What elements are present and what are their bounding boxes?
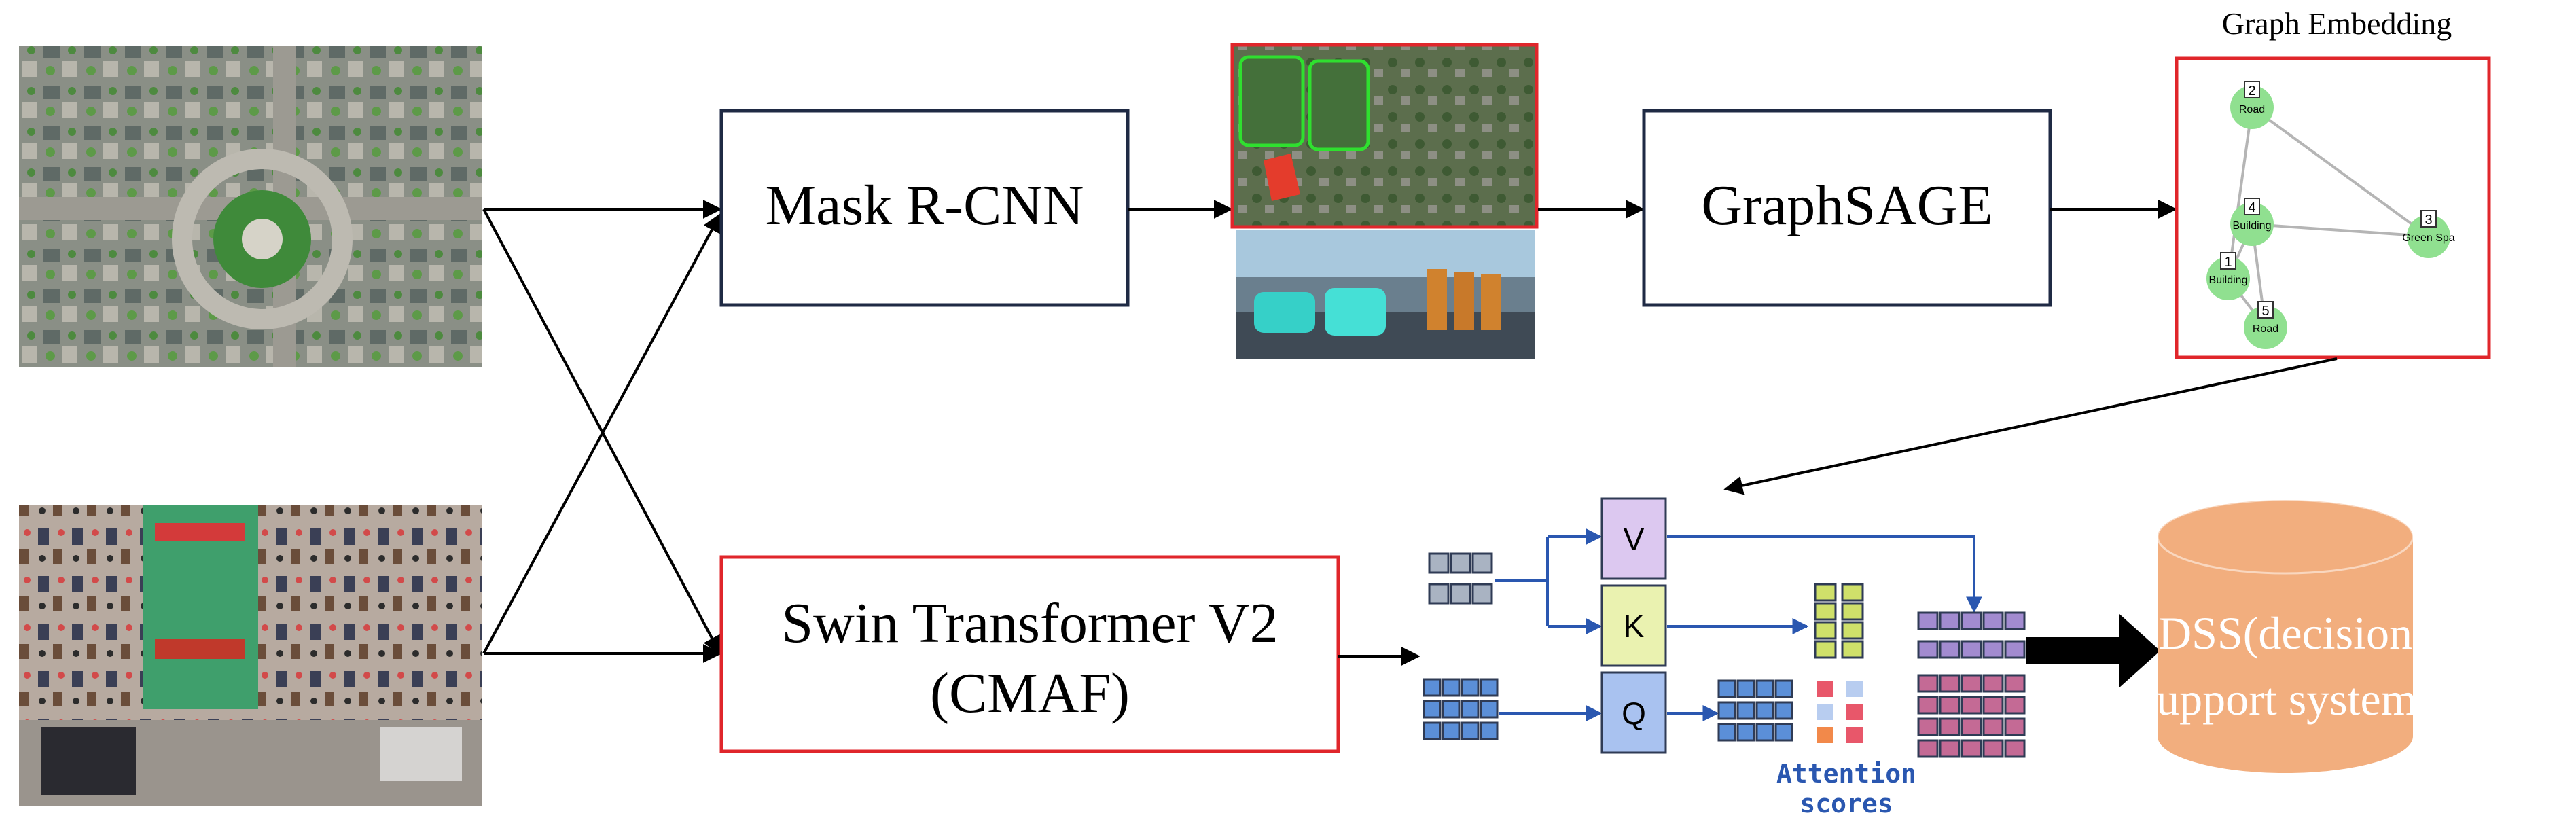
query-token-stack [1717,679,1793,742]
attention-scores-label-line2: scores [1800,789,1893,819]
graph-embedding-panel: 2 Road 4 Building 3 Green Spa 1 Building… [2175,56,2491,359]
svg-text:4: 4 [2248,200,2255,215]
input-arrows [482,200,722,663]
svg-text:Green Spa: Green Spa [2402,232,2454,244]
graph-embedding-title: Graph Embedding [2222,6,2452,41]
segmentation-street-image [1236,230,1535,359]
attention-score-matrix [1817,681,1863,743]
attention-scores-label-line1: Attention [1776,759,1916,789]
value-output-stack [1917,611,2026,659]
svg-text:Building: Building [2233,220,2272,232]
k-box: K [1600,584,1667,667]
swin-label-line1: Swin Transformer V2 [781,592,1278,655]
weighted-output-stack [1917,674,2026,758]
dss-cylinder: DSS(decision support system) [2139,499,2433,773]
q-label: Q [1622,696,1646,731]
arrow-embedding-to-attention [1723,357,2338,495]
swin-transformer-block: Swin Transformer V2 (CMAF) [719,555,1340,753]
swin-label-line2: (CMAF) [930,662,1130,725]
dss-label-line1: DSS(decision [2158,607,2412,659]
graphsage-block: GraphSAGE [1642,109,2052,307]
k-label: K [1624,609,1645,644]
graph-node: 3 Green Spa [2402,210,2455,258]
blue-token-stack [1423,678,1499,740]
dss-label-line2: support system) [2139,673,2433,725]
svg-text:1: 1 [2224,255,2232,270]
svg-text:5: 5 [2261,304,2269,319]
segmentation-aerial-image [1230,43,1539,229]
arrow-street-to-maskrcnn [482,213,721,654]
graph-node: 5 Road [2244,301,2287,349]
aerial-roundabout-image [19,46,482,367]
svg-text:2: 2 [2248,84,2255,98]
gray-token-stack [1428,552,1493,605]
graph-node: 2 Road [2230,81,2274,129]
svg-text:Road: Road [2239,104,2265,115]
graphsage-label: GraphSAGE [1701,174,1992,237]
graph-node: 4 Building [2230,198,2274,246]
arrow-attention-to-dss [2026,614,2160,687]
v-label: V [1624,522,1645,557]
graph-node: 1 Building [2206,252,2250,300]
street-crowd-image [19,505,482,806]
key-column-stack [1814,583,1864,659]
mask-rcnn-label: Mask R-CNN [765,174,1084,237]
v-box: V [1600,497,1667,580]
svg-text:3: 3 [2425,213,2432,228]
svg-text:Building: Building [2209,274,2248,286]
q-box: Q [1600,671,1667,754]
svg-text:Road: Road [2253,323,2278,335]
attention-module: V K Q Att [1423,497,2026,819]
mask-rcnn-block: Mask R-CNN [719,109,1130,307]
